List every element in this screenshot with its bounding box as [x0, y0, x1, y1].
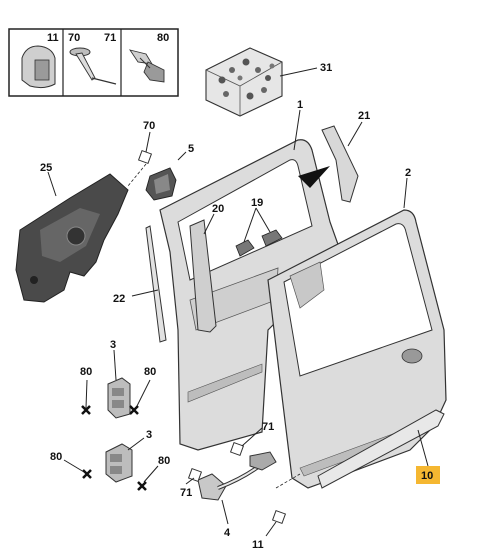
rivet-70-71-icon [69, 47, 117, 85]
part-71-clip-a [229, 441, 245, 457]
part-4-check-strap [197, 451, 277, 501]
callout-80-b: 80 [144, 366, 156, 378]
callout-80-d: 80 [158, 455, 170, 467]
callout-1: 1 [297, 99, 303, 111]
part-25-seal-sheet [15, 173, 129, 303]
callout-10: 10 [421, 470, 433, 482]
callout-3-upper: 3 [110, 339, 116, 351]
part-2-rear-door [267, 209, 447, 489]
bolt-marker-d [137, 481, 147, 491]
part-20-strip [189, 219, 217, 333]
callout-4: 4 [224, 527, 231, 539]
callout-2: 2 [405, 167, 411, 179]
bolt-80-icon [128, 49, 165, 83]
part-3-upper-hinge [107, 377, 131, 419]
callout-80-c: 80 [50, 451, 62, 463]
part-70-clip [137, 149, 153, 165]
part-22-seal [145, 225, 167, 343]
part-19-guides [235, 229, 283, 257]
inset-header-70: 70 [68, 32, 80, 44]
callout-31: 31 [320, 62, 332, 74]
bolt-marker-c [82, 469, 92, 479]
clip-11-icon [21, 45, 56, 89]
inset-header-80: 80 [157, 32, 169, 44]
part-5-speaker-bracket [145, 167, 177, 201]
callout-10-highlight [416, 466, 440, 484]
bolt-marker-b [129, 405, 139, 415]
callout-71-b: 71 [180, 487, 192, 499]
callout-5: 5 [188, 143, 194, 155]
part-11-clip [271, 509, 287, 525]
callout-25: 25 [40, 162, 52, 174]
callout-71-a: 71 [262, 421, 274, 433]
callout-22: 22 [113, 293, 125, 305]
part-3-lower-hinge [105, 443, 133, 483]
part-1-front-door [159, 139, 341, 451]
inset-header-11: 11 [47, 32, 59, 44]
inset-header-71: 71 [104, 32, 116, 44]
callout-70: 70 [143, 120, 155, 132]
part-10-moulding [317, 409, 445, 489]
callout-21: 21 [358, 110, 370, 122]
callout-3-lower: 3 [146, 429, 152, 441]
part-71-clip-b [187, 467, 203, 483]
part-21-trim [321, 125, 359, 203]
fastener-inset: 11 70 71 80 [8, 28, 179, 97]
callout-19: 19 [251, 197, 263, 209]
callout-11: 11 [252, 539, 264, 549]
callout-80-a: 80 [80, 366, 92, 378]
callout-20: 20 [212, 203, 224, 215]
bolt-marker-a [81, 405, 91, 415]
part-31-fastener-kit [205, 47, 283, 117]
